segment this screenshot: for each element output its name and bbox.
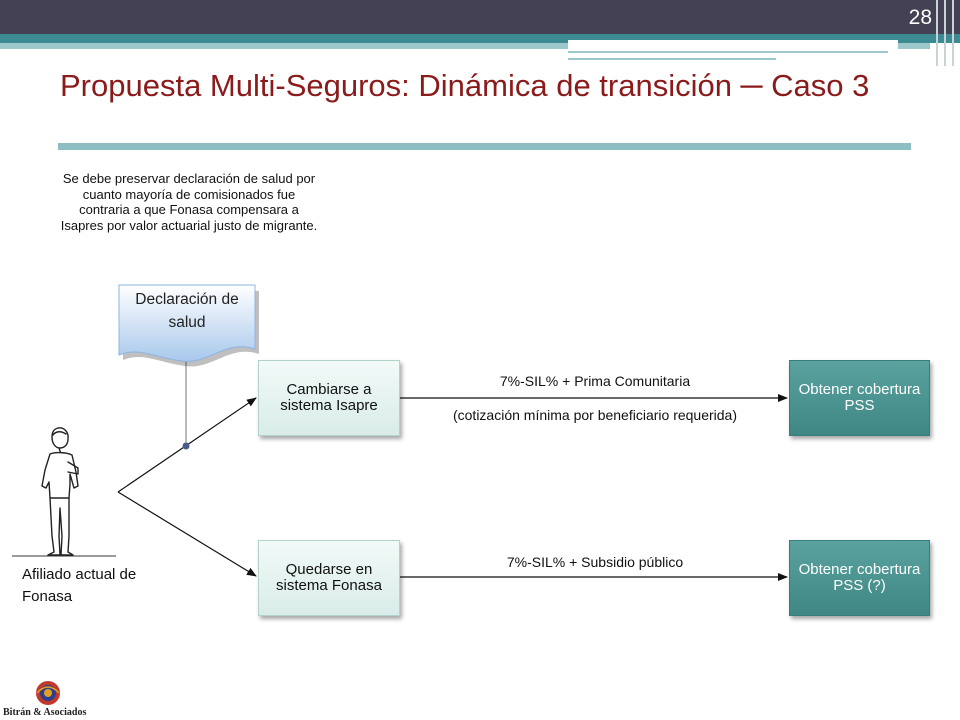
company-logo-text: Bitrán & Asociados [3,707,87,718]
header-right-stripe [944,0,946,66]
declaracion-label: Declaración de salud [135,291,239,331]
edge-label-fonasa: 7%-SIL% + Subsidio público [506,554,684,570]
node-pss-isapre-label: Obtener cobertura PSS [798,381,921,414]
edge-label-isapre-bottom: (cotización mínima por beneficiario requ… [452,407,738,423]
header-right-stripe [952,0,954,66]
header-accent-line [568,51,888,53]
slide-title: Propuesta Multi-Seguros: Dinámica de tra… [60,68,870,103]
header-teal-band [0,34,960,43]
junction-dot [182,442,190,450]
node-pss-fonasa: Obtener cobertura PSS (?) [789,540,930,616]
node-cambiarse-isapre-label: Cambiarse a sistema Isapre [280,381,378,414]
node-quedarse-fonasa-label: Quedarse en sistema Fonasa [276,561,382,594]
page-number: 28 [908,6,932,29]
node-quedarse-fonasa: Quedarse en sistema Fonasa [258,540,400,616]
branch-arrow-fonasa [117,491,257,577]
header-right-stripe [936,0,938,66]
standing-person-icon [41,427,79,556]
edge-label-isapre-top: 7%-SIL% + Prima Comunitaria [499,373,691,389]
header-bar [0,0,960,34]
node-pss-isapre: Obtener cobertura PSS [789,360,930,436]
node-cambiarse-isapre: Cambiarse a sistema Isapre [258,360,400,436]
afiliado-label: Afiliado actual de Fonasa [22,566,137,605]
header-accent-line [568,58,776,60]
header-light-band [0,43,930,49]
node-pss-fonasa-label: Obtener cobertura PSS (?) [798,561,921,594]
title-underline [58,143,911,150]
note-text: Se debe preservar declaración de salud p… [60,171,318,233]
declaracion-document-shape [118,284,259,367]
company-logo-icon [36,681,60,705]
